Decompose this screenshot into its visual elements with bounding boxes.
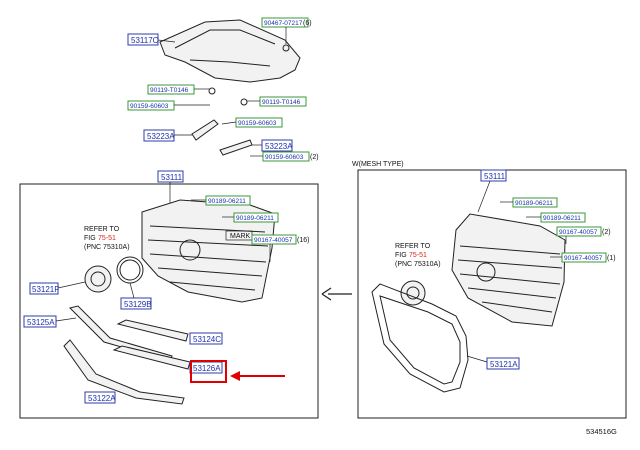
fastener-label-90189-l1[interactable]: 90189-06211 [205,195,251,206]
refer-fig-link-left[interactable]: 75-51 [98,235,116,242]
fastener-label-90119-left[interactable]: 90119-T0146 [147,84,195,95]
refer-note-right: REFER TO FIG 75-51 (PNC 75310A) [395,243,441,268]
mesh-type-label: W(MESH TYPE) [352,161,404,168]
main-assembly-frame [19,183,319,419]
part-label-53129B[interactable]: 53129B [120,297,152,310]
molding-53126A [112,345,191,370]
qty-90167-r1: (2) [602,229,611,236]
qty-90167-l: (16) [297,237,309,244]
svg-text:53122A: 53122A [88,394,116,403]
clip-90467 [282,44,290,52]
fastener-label-90119-right[interactable]: 90119-T0146 [259,96,307,107]
highlight-box-53126A [190,360,227,383]
svg-text:53124C: 53124C [193,335,221,344]
svg-text:53121A: 53121A [490,360,518,369]
svg-text:53121F: 53121F [32,285,59,294]
svg-text:REFER TO: REFER TO [395,243,431,250]
part-label-53121A[interactable]: 53121A [486,357,520,370]
part-label-53122A[interactable]: 53122A [84,391,116,404]
svg-text:90167-40057: 90167-40057 [254,237,293,244]
part-label-53117C[interactable]: 53117C [127,33,159,46]
emblem-part [84,265,112,293]
svg-text:53126A: 53126A [193,364,221,373]
fastener-label-90189-r2[interactable]: 90189-06211 [540,212,586,223]
svg-text:90189-06211: 90189-06211 [208,198,246,205]
svg-text:FIG: FIG [395,252,407,259]
part-label-53126A[interactable]: 53126A [189,361,223,374]
refer-note-left: REFER TO FIG 75-51 (PNC 75310A) [84,226,130,251]
part-label-53124C[interactable]: 53124C [189,332,223,345]
svg-text:(PNC 75310A): (PNC 75310A) [395,261,441,268]
part-label-53111-right[interactable]: 53111 [480,169,507,182]
svg-text:90119-T0146: 90119-T0146 [262,99,301,106]
part-label-53223A-left[interactable]: 53223A [143,129,175,142]
fastener-label-90167-l[interactable]: 90167-40057 [251,234,297,245]
bolt-90119-left [208,87,216,95]
bolt-90119-right [240,98,248,106]
fastener-label-90467[interactable]: 90467-07217 [261,17,309,28]
svg-text:90159-60603: 90159-60603 [265,154,304,161]
bracket-53223A-right [219,139,253,156]
svg-text:REFER TO: REFER TO [84,226,120,233]
svg-text:90467-07217: 90467-07217 [264,20,303,27]
part-label-53125A[interactable]: 53125A [23,315,57,328]
svg-text:53117C: 53117C [131,36,159,45]
fastener-label-90159-c[interactable]: 90159-60603 [262,151,310,162]
under-cover-part [159,19,301,83]
qty-90159-c: (2) [310,154,319,161]
fastener-label-90167-r2[interactable]: 90167-40057 [561,252,607,263]
bracket-53223A-left [191,119,219,141]
lower-molding-53122A [63,339,185,405]
emblem-ring-53129B [116,256,144,284]
svg-text:90189-06211: 90189-06211 [236,215,274,222]
svg-text:53129B: 53129B [124,300,152,309]
fastener-label-90189-l2[interactable]: 90189-06211 [233,212,279,223]
svg-text:53111: 53111 [484,172,506,181]
svg-text:90119-T0146: 90119-T0146 [150,87,189,94]
svg-text:90189-06211: 90189-06211 [515,200,553,207]
highlight-arrowhead [230,371,240,381]
svg-text:90159-60603: 90159-60603 [130,103,169,110]
svg-text:(PNC 75310A): (PNC 75310A) [84,244,130,251]
transition-arrow [321,287,352,301]
svg-text:53223A: 53223A [147,132,175,141]
diagram-id: 534516G [586,427,617,436]
part-label-53223A-right[interactable]: 53223A [261,139,293,152]
surround-frame-53121A [371,283,469,393]
svg-text:90159-60603: 90159-60603 [238,120,277,127]
qty-90167-r2: (1) [607,255,616,262]
svg-text:53111: 53111 [161,173,183,182]
part-label-53121F[interactable]: 53121F [29,282,59,295]
svg-text:90167-40057: 90167-40057 [559,229,598,236]
mesh-grille-53111 [451,213,566,327]
refer-fig-link-right[interactable]: 75-51 [409,252,427,259]
svg-text:90167-40057: 90167-40057 [564,255,603,262]
svg-text:FIG: FIG [84,235,96,242]
svg-text:53125A: 53125A [27,318,55,327]
fastener-label-90189-r1[interactable]: 90189-06211 [512,197,558,208]
fastener-label-90167-r1[interactable]: 90167-40057 [556,226,602,237]
mark-label: MARK [230,233,251,240]
fastener-label-90159-b[interactable]: 90159-60603 [235,117,283,128]
fastener-label-90159-a[interactable]: 90159-60603 [127,100,175,111]
qty-90467: (6) [303,20,312,27]
svg-text:90189-06211: 90189-06211 [543,215,581,222]
svg-text:53223A: 53223A [265,142,293,151]
part-label-53111-top[interactable]: 53111 [157,170,184,183]
molding-53124C [116,319,189,342]
